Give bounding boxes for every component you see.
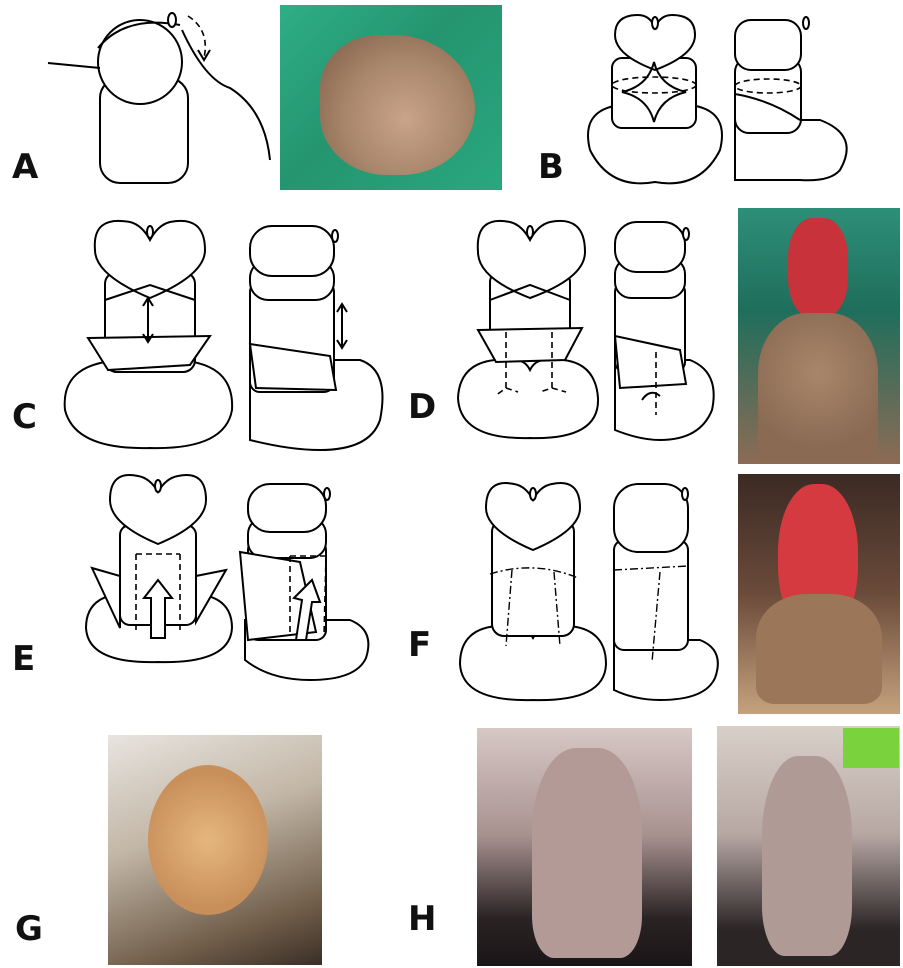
panel-c-side-view	[250, 226, 383, 450]
panel-e-front-view	[86, 475, 232, 662]
photo-h-followup-side	[717, 726, 900, 966]
panel-e-side-view	[240, 484, 368, 680]
panel-d-side-view	[615, 222, 714, 440]
panel-a-sketch	[48, 13, 270, 183]
panel-b-front-view	[588, 15, 722, 183]
panel-label-h: H	[408, 902, 436, 936]
photo-a-lateral-preop	[280, 5, 502, 190]
panel-label-e: E	[12, 642, 35, 676]
panel-f-side-view	[614, 484, 718, 700]
panel-b-side-view	[735, 17, 847, 180]
panel-label-a: A	[12, 150, 38, 184]
panel-label-d: D	[408, 390, 436, 424]
photo-h-followup-front	[477, 728, 692, 966]
panel-label-g: G	[15, 912, 43, 946]
panel-label-f: F	[408, 628, 431, 662]
panel-c-front-view	[65, 221, 232, 448]
panel-f-front-view	[460, 483, 606, 700]
panel-label-b: B	[538, 150, 564, 184]
photo-g-postop	[108, 735, 322, 965]
panel-d-front-view	[458, 221, 598, 438]
photo-d-intraop-degloved	[738, 208, 900, 464]
panel-label-c: C	[12, 400, 37, 434]
photo-f-sutured	[738, 474, 900, 714]
